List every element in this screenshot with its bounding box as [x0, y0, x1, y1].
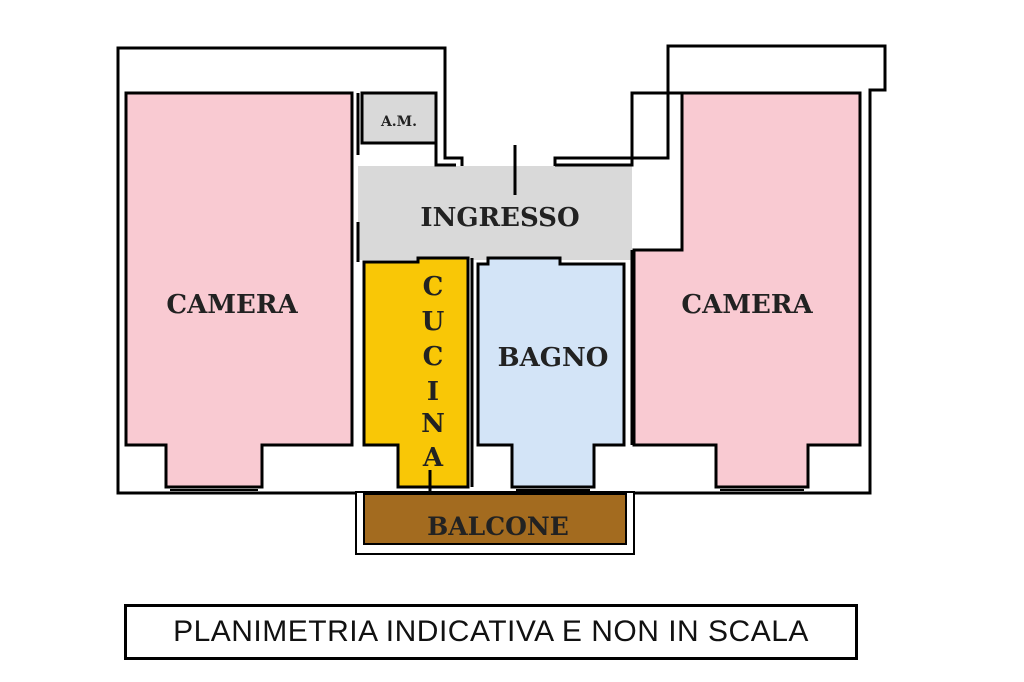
label-bagno: BAGNO — [498, 343, 609, 373]
label-camera-right: CAMERA — [681, 290, 813, 320]
label-ingresso: INGRESSO — [420, 203, 579, 233]
label-cucina-letter: C — [423, 272, 444, 302]
label-cucina: C U C I N A — [421, 272, 445, 473]
label-cucina-letter: C — [423, 342, 444, 372]
label-balcone: BALCONE — [427, 512, 569, 541]
caption-box: PLANIMETRIA INDICATIVA E NON IN SCALA — [124, 604, 858, 660]
room-ingresso — [358, 166, 632, 260]
room-balcone — [363, 493, 627, 545]
room-am — [360, 91, 438, 145]
room-cucina — [362, 256, 470, 489]
room-bagno — [476, 256, 626, 489]
caption-text: PLANIMETRIA INDICATIVA E NON IN SCALA — [173, 615, 809, 648]
interior-walls — [350, 91, 682, 505]
label-camera-left: CAMERA — [166, 290, 298, 320]
room-camera-right — [632, 91, 862, 489]
label-cucina-letter: A — [422, 443, 444, 473]
label-am: A.M. — [380, 114, 417, 130]
room-camera-left — [124, 91, 354, 489]
label-cucina-letter: N — [421, 409, 445, 439]
label-cucina-letter: U — [422, 307, 445, 337]
label-cucina-letter: I — [427, 377, 439, 407]
